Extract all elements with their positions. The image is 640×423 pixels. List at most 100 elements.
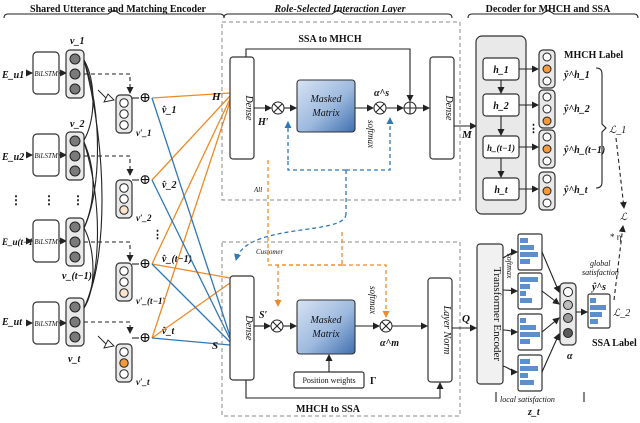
fused-label-3: v̂_(t−1)	[162, 254, 192, 265]
svg-text:Transformer Encoder: Transformer Encoder	[491, 267, 503, 361]
svg-text:Dense: Dense	[243, 315, 254, 342]
label-S: S	[212, 340, 218, 352]
label-all: All	[253, 186, 262, 194]
vector-stack-2	[65, 131, 85, 181]
svg-text:⊕: ⊕	[139, 91, 151, 106]
svg-text:⊕: ⊕	[139, 173, 151, 188]
vector-label-1: v_1	[70, 36, 84, 47]
ssa-to-mhch-title: SSA to MHCH	[298, 34, 362, 45]
svg-text:⊕: ⊕	[139, 257, 151, 272]
decoder-mhch: MHCH Label h_1 h_2 h_(t−1) h_t ⋮	[475, 35, 628, 301]
svg-text:h_(t−1): h_(t−1)	[487, 143, 515, 153]
decoder-section-title: Decoder for MHCH and SSA	[486, 4, 611, 15]
bilstm-3: BiLSTM	[32, 219, 60, 263]
output-stack-1	[538, 49, 556, 89]
matching-curves	[83, 59, 103, 309]
vector-stack-3	[65, 217, 85, 267]
output-stack-3	[538, 129, 556, 169]
output-stack-2	[538, 89, 556, 129]
bilstm-4: BiLSTM	[32, 301, 60, 345]
svg-text:⊕: ⊕	[139, 331, 151, 346]
global-chart	[587, 293, 611, 329]
output-brace	[595, 67, 607, 189]
ellipsis-inputs: ⋮	[10, 193, 22, 207]
plus-nodes: ⊕ ⊕ ⊕ ⊕	[132, 91, 151, 346]
gamma-label: Γ	[370, 376, 376, 387]
alpha-stack	[559, 282, 577, 346]
local-bracket	[495, 392, 585, 402]
loss-L: ℒ	[620, 212, 628, 223]
dense-bottom: Dense	[229, 275, 255, 381]
global-sat-2: satisfaction	[582, 268, 619, 277]
alpha-s: α^s	[374, 88, 389, 99]
svg-text:Dense: Dense	[243, 95, 254, 122]
section-headers: Shared Utterance and Matching Encoder Ro…	[3, 4, 639, 19]
output-label-4: ŷ^h_t	[563, 185, 589, 196]
softmax-top: softmax	[366, 120, 376, 148]
label-H: H	[211, 91, 221, 103]
vector-stack-4	[65, 297, 85, 347]
label-Q: Q	[462, 313, 470, 325]
loss-L2: ℒ_2	[613, 308, 630, 319]
alpha-m: α^m	[380, 338, 399, 349]
label-S-prime: S′	[259, 310, 268, 321]
encoder: E_u1 E_u2 E_u(t−1) E_ut BiLSTM BiLSTM Bi…	[1, 36, 192, 387]
input-eu1: E_u1	[1, 70, 24, 81]
interaction-section-title: Role-Selected Interaction Layer	[273, 4, 405, 15]
svg-text:h_2: h_2	[493, 101, 509, 112]
fused-label-1: v̂_1	[162, 105, 176, 116]
mhch-to-ssa-title: MHCH to SSA	[296, 404, 361, 415]
vector-label-4: v_t	[68, 354, 81, 365]
mhch-to-ssa: Customer Dense S S′ Masked Matrix softma…	[212, 160, 477, 417]
local-chart-2	[517, 272, 543, 310]
svg-text:Position weights: Position weights	[302, 376, 355, 385]
svg-text:Matrix: Matrix	[311, 108, 340, 119]
output-label-2: ŷ^h_2	[563, 104, 590, 115]
global-sat-1: global	[590, 259, 611, 268]
matched-stack-1	[115, 94, 133, 134]
dense-top-right: Dense	[429, 56, 455, 160]
local-chart-4	[517, 354, 543, 392]
decoder-brace	[467, 9, 639, 19]
mhch-label-text: MHCH Label	[564, 50, 623, 61]
decoder-ssa: Transformer Encoder	[476, 233, 637, 418]
matched-label-1: v′_1	[136, 128, 152, 138]
hidden-ht: h_t	[482, 177, 520, 201]
bilstm-2: BiLSTM	[32, 133, 60, 177]
vector-label-2: v_2	[70, 119, 84, 130]
loss-L1: ℒ_1	[609, 125, 626, 136]
eta-label: * η	[610, 232, 622, 242]
ellipsis-matched: ⋮	[152, 229, 163, 241]
vector-stack-1	[65, 49, 85, 99]
ssa-to-mhch: SSA to MHCH Dense H H′ Masked Matrix sof…	[211, 21, 477, 214]
svg-text:BiLSTM: BiLSTM	[34, 320, 59, 328]
encoder-section-title: Shared Utterance and Matching Encoder	[30, 4, 206, 15]
z-label: z_t	[527, 407, 541, 418]
hidden-h1: h_1	[482, 57, 520, 81]
output-label-3: ŷ^h_(t−1)	[563, 145, 605, 156]
svg-text:Layer Norm: Layer Norm	[441, 305, 452, 355]
input-eu2: E_u2	[1, 152, 24, 163]
ssa-to-mhch-frame	[221, 21, 461, 201]
hidden-ht1: h_(t−1)	[482, 135, 520, 159]
softmax-bottom: softmax	[368, 286, 378, 314]
output-label-1: ŷ^h_1	[563, 70, 590, 81]
hollow-arrows	[97, 89, 115, 349]
svg-text:Masked: Masked	[309, 94, 342, 105]
bilstm-1: BiLSTM	[32, 51, 60, 95]
label-M: M	[461, 129, 473, 141]
output-stack-4	[538, 171, 556, 211]
local-satisfaction: local satisfaction	[500, 395, 555, 404]
svg-text:Matrix: Matrix	[311, 329, 340, 340]
mhch-to-ssa-frame	[221, 241, 461, 417]
svg-text:Dense: Dense	[443, 95, 454, 122]
matched-stack-4	[115, 343, 133, 383]
softmax-decoder: softmax	[505, 254, 514, 279]
svg-text:Masked: Masked	[309, 315, 342, 326]
svg-text:BiLSTM: BiLSTM	[34, 70, 59, 78]
svg-text:h_1: h_1	[493, 65, 509, 76]
ys-label: ŷ^s	[591, 282, 606, 293]
local-chart-3	[517, 313, 543, 351]
encoder-brace	[3, 9, 225, 19]
